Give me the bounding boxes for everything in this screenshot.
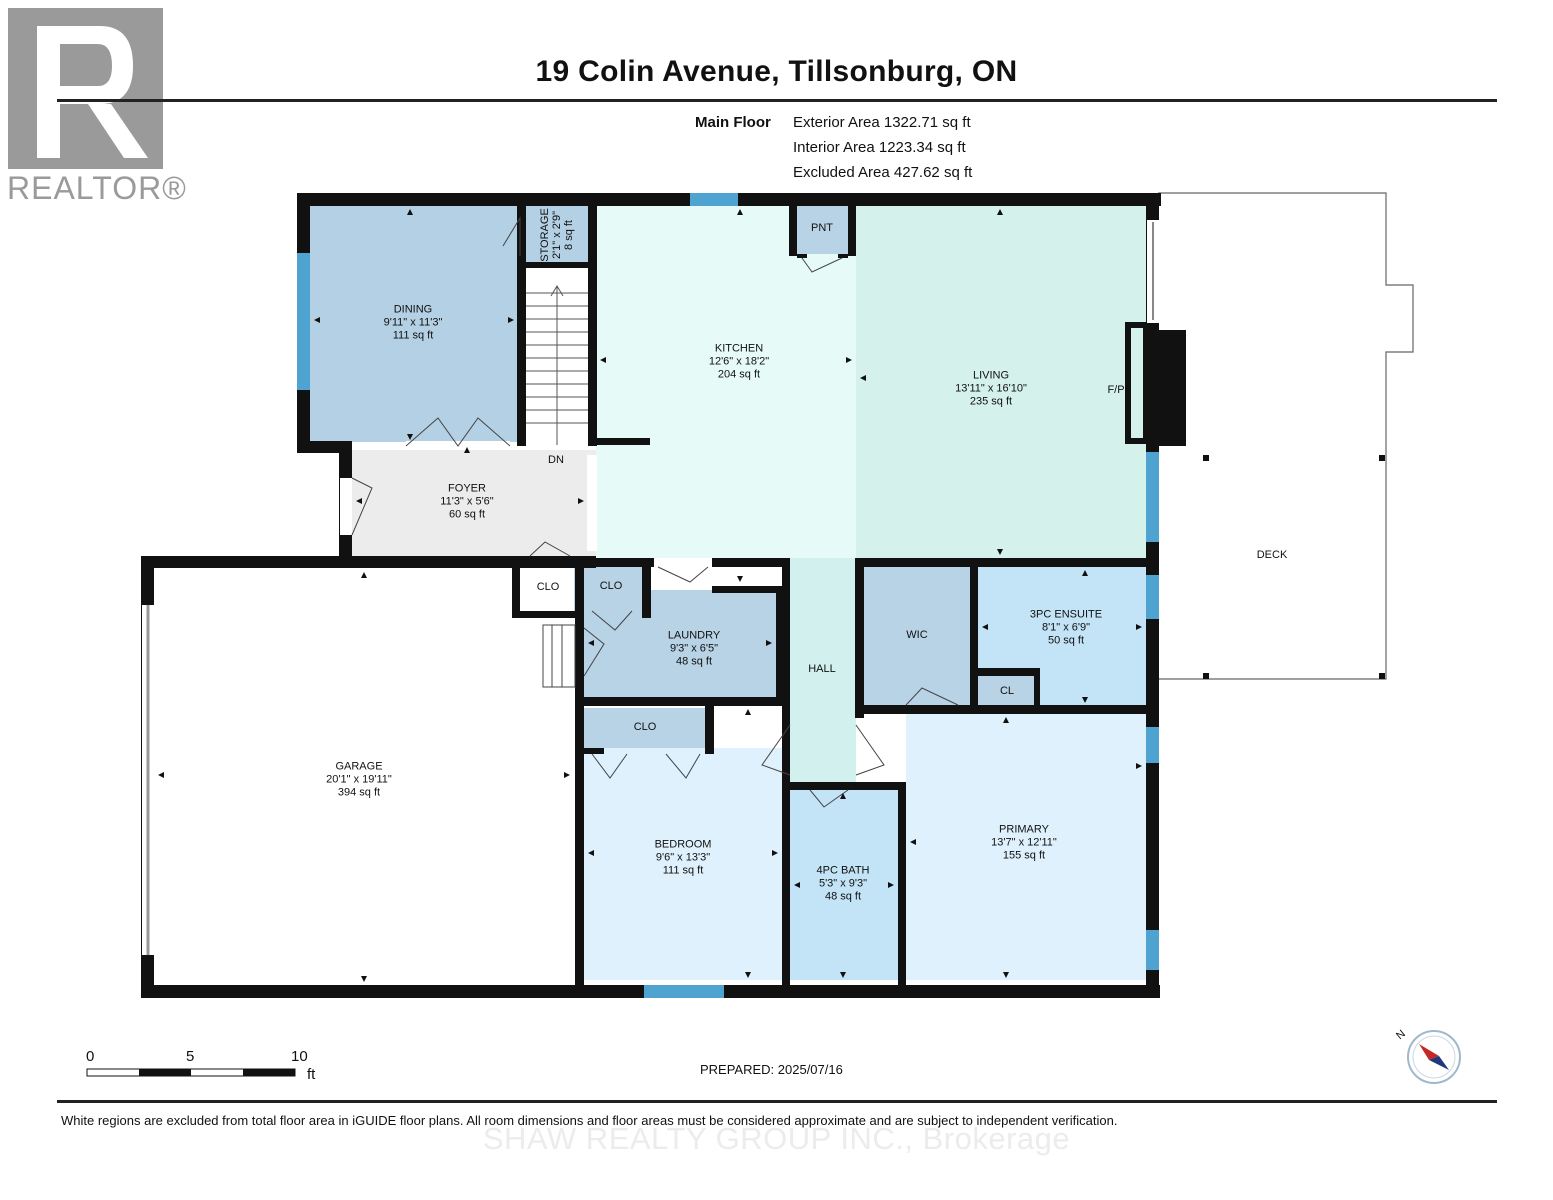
excluded-area: Excluded Area 427.62 sq ft — [793, 164, 973, 181]
floor-label: Main Floor — [695, 114, 771, 131]
bath-room — [790, 790, 898, 980]
scale-five: 5 — [186, 1048, 195, 1065]
primary-room — [906, 714, 1146, 980]
label-cl: CL — [999, 685, 1015, 697]
label-wic: WIC — [906, 629, 928, 641]
label-bedroom-closet: CLO — [633, 721, 657, 733]
page-title: 19 Colin Avenue, Tillsonburg, ON — [535, 55, 1018, 88]
label-pantry: PNT — [811, 222, 833, 234]
scale-zero: 0 — [86, 1048, 95, 1065]
deck — [1158, 192, 1414, 680]
brokerage-watermark: SHAW REALTY GROUP INC., Brokerage — [482, 1121, 1071, 1156]
bedroom-room — [584, 748, 782, 980]
interior-walls — [512, 206, 1146, 988]
kitchen-room — [596, 206, 856, 558]
label-hall: HALL — [808, 663, 836, 675]
pantry — [797, 206, 848, 254]
garage-steps — [542, 624, 576, 688]
realtor-logo — [8, 8, 163, 169]
disclaimer-text: White regions are excluded from total fl… — [61, 1113, 1118, 1128]
storage-room — [526, 206, 588, 262]
cl-closet — [978, 676, 1034, 706]
hall-room — [790, 558, 856, 782]
laundry-room — [584, 590, 776, 697]
label-stairs-down: DN — [548, 454, 564, 466]
label-fireplace: F/P — [1107, 384, 1125, 396]
label-closet-1: CLO — [536, 581, 560, 593]
scale-ten: 10 — [291, 1048, 308, 1065]
foyer-room — [351, 450, 596, 557]
interior-area: Interior Area 1223.34 sq ft — [793, 139, 966, 156]
label-deck: DECK — [1256, 549, 1288, 561]
garage-room — [154, 568, 574, 984]
scale-unit: ft — [307, 1066, 316, 1083]
living-room — [856, 206, 1146, 558]
realtor-wordmark: REALTOR® — [7, 170, 187, 206]
header-rule — [57, 99, 1497, 102]
dining-room — [310, 206, 517, 442]
scale-bar — [86, 1068, 296, 1077]
windows — [297, 193, 1159, 998]
exterior-area: Exterior Area 1322.71 sq ft — [793, 114, 971, 131]
stairs — [526, 285, 588, 445]
wic-room — [864, 567, 970, 705]
footer-rule — [57, 1100, 1497, 1103]
door-swings — [351, 216, 959, 808]
dimension-arrows — [158, 209, 1142, 982]
label-closet-2: CLO — [599, 580, 623, 592]
prepared-date: PREPARED: 2025/07/16 — [700, 1062, 843, 1077]
compass-icon — [1407, 1030, 1461, 1084]
bedroom-clo — [584, 708, 708, 748]
